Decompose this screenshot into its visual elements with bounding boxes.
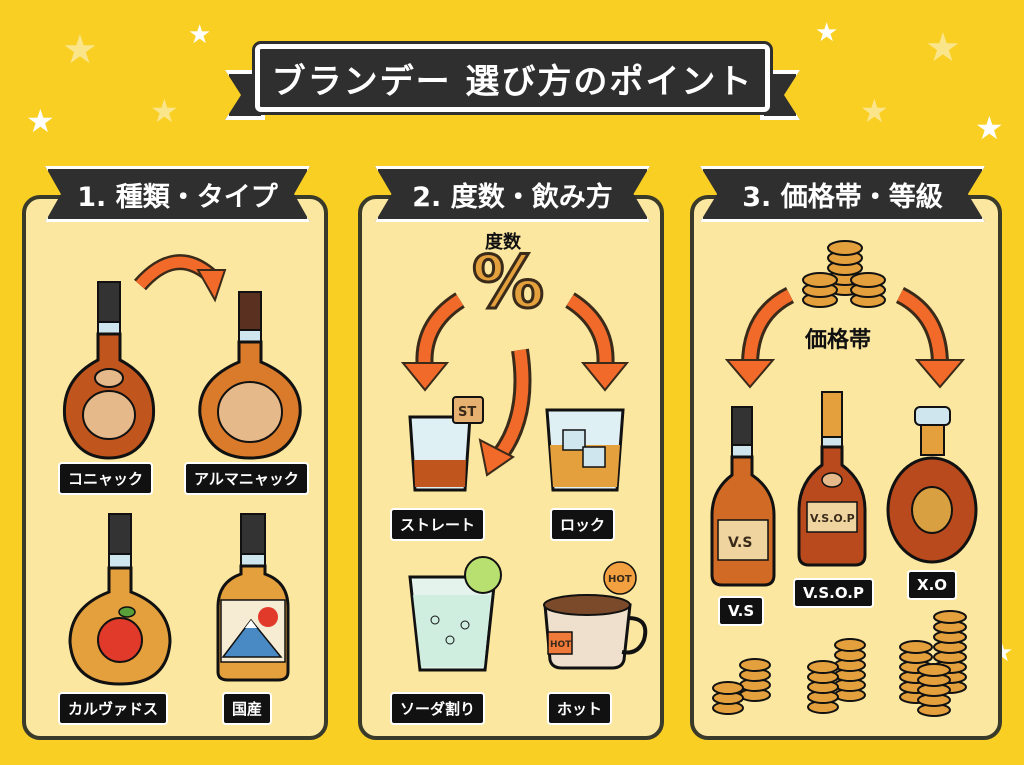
page-title: ブランデー 選び方のポイント — [271, 61, 754, 102]
star-icon: ★ — [860, 92, 889, 130]
title-banner: ブランデー 選び方のポイント — [255, 44, 770, 112]
label-xo: X.O — [907, 570, 958, 600]
japanese-bottle-icon — [216, 513, 290, 682]
coins-large-icon — [899, 610, 967, 717]
price-label: 価格帯 — [805, 328, 872, 353]
armagnac-bottle-icon — [198, 291, 302, 460]
percent-icon: % — [470, 239, 545, 326]
straight-glass-icon: ST — [408, 396, 484, 492]
section-heading-1: 1. 種類・タイプ — [45, 166, 310, 222]
hot-mug-icon: HOT HOT — [543, 561, 648, 670]
soda-glass-icon — [408, 556, 502, 672]
label-hot: ホット — [547, 692, 613, 725]
section-heading-3: 3. 価格帯・等級 — [700, 166, 985, 222]
label-kokusan: 国産 — [222, 692, 273, 725]
label-rock: ロック — [550, 508, 616, 541]
label-soda: ソーダ割り — [390, 692, 486, 725]
arrows-icon — [724, 286, 966, 389]
star-icon: ★ — [925, 25, 961, 71]
hot-tag: HOT — [550, 640, 572, 650]
label-calvados: カルヴァドス — [58, 692, 169, 725]
section-heading-2: 2. 度数・飲み方 — [375, 166, 650, 222]
vs-bottle-icon: V.S — [710, 406, 776, 587]
star-icon: ★ — [150, 92, 179, 130]
arrows-icon — [400, 292, 630, 477]
label-vsop: V.S.O.P — [793, 578, 874, 608]
curved-arrow-icon — [133, 254, 227, 303]
st-badge: ST — [458, 405, 476, 420]
label-straight: ストレート — [390, 508, 486, 541]
star-icon: ★ — [975, 109, 1004, 147]
coins-icon — [802, 240, 886, 308]
coins-small-icon — [712, 658, 771, 715]
label-vs: V.S — [718, 596, 765, 626]
xo-bottle-icon — [886, 406, 978, 564]
vs-bottle-label: V.S — [728, 535, 752, 551]
label-armagnac: アルマニャック — [184, 462, 309, 495]
calvados-bottle-icon — [68, 513, 172, 686]
hot-bubble: HOT — [608, 574, 632, 585]
vsop-bottle-icon: V.S.O.P — [797, 391, 867, 567]
label-cognac: コニャック — [58, 462, 154, 495]
coins-medium-icon — [807, 638, 866, 714]
star-icon: ★ — [26, 102, 55, 140]
star-icon: ★ — [188, 20, 212, 50]
rock-glass-icon — [545, 408, 625, 492]
star-icon: ★ — [62, 27, 98, 73]
cognac-bottle-icon — [62, 281, 156, 460]
abv-label: 度数 — [485, 232, 521, 253]
star-icon: ★ — [815, 18, 839, 48]
vsop-bottle-label: V.S.O.P — [810, 512, 855, 525]
